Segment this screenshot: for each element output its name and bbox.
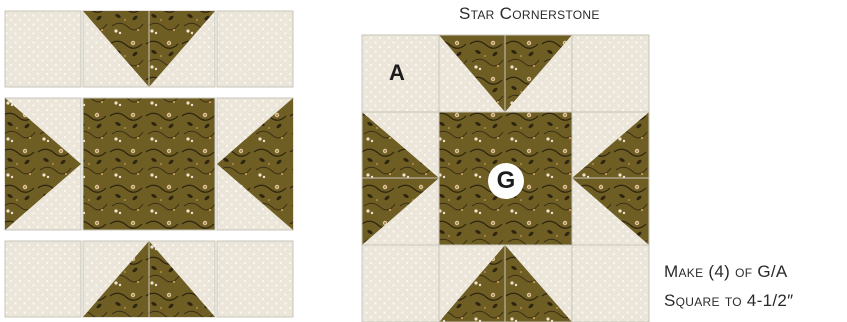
label-g: G [488,163,524,199]
instruction-square: Square to 4-1/2″ [664,291,793,311]
center-square [83,98,215,230]
exploded-top-row [5,11,293,87]
corner-square [572,245,649,322]
label-a: A [389,60,405,86]
exploded-middle-row [5,98,293,230]
instruction-make: Make (4) of G/A [664,262,788,282]
corner-square [217,241,293,317]
corner-square [362,245,439,322]
corner-square [217,11,293,87]
exploded-bottom-row [5,241,293,317]
corner-square [572,35,649,112]
corner-square [5,11,81,87]
exploded-block [5,11,293,317]
corner-square [5,241,81,317]
diagram-title: Star Cornerstone [459,4,600,24]
